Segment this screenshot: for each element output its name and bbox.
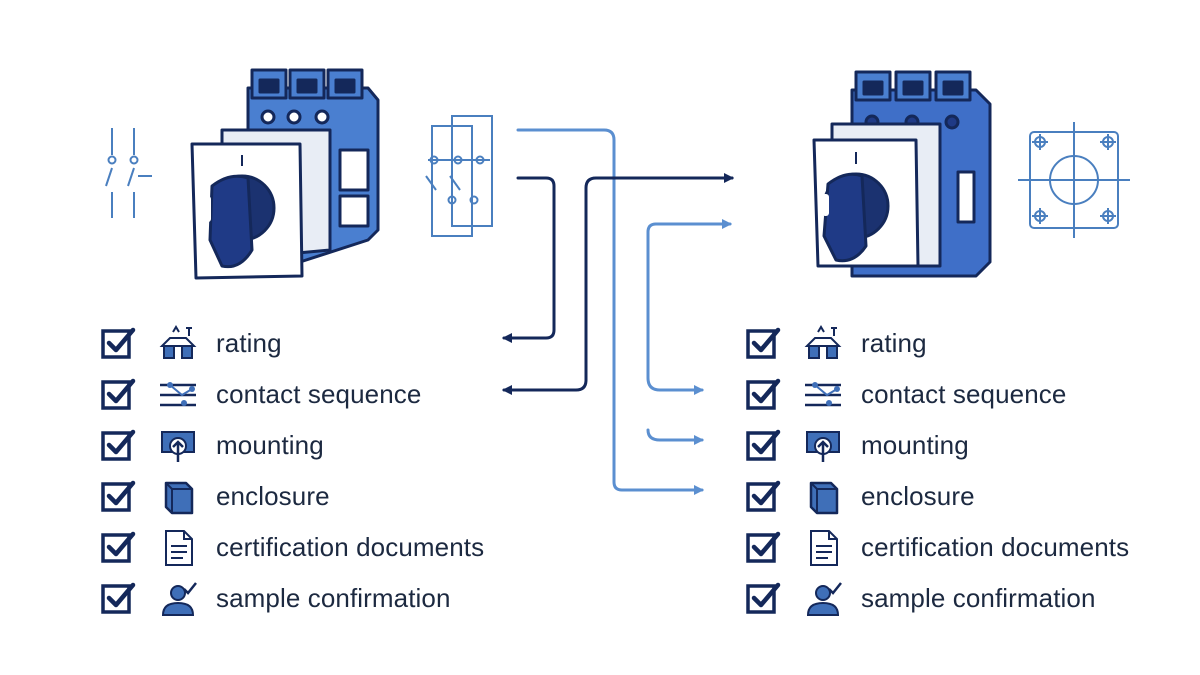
checkbox-checked-icon[interactable] bbox=[745, 428, 781, 464]
arrow-blue-to-rows bbox=[646, 222, 728, 395]
checklist-label: sample confirmation bbox=[216, 583, 451, 613]
list-item: rating bbox=[100, 318, 484, 369]
left-checklist: rating contact sequence mounting enclosu… bbox=[100, 318, 484, 624]
left-circuit-schematic-icon bbox=[425, 115, 493, 237]
list-item: sample confirmation bbox=[100, 573, 484, 624]
list-item: contact sequence bbox=[745, 369, 1129, 420]
list-item: certification documents bbox=[100, 522, 484, 573]
right-checklist: rating contact sequence mounting enclosu… bbox=[745, 318, 1129, 624]
list-item: certification documents bbox=[745, 522, 1129, 573]
arrow-navy-to-left-rows bbox=[502, 176, 734, 395]
checkbox-checked-icon[interactable] bbox=[100, 377, 136, 413]
checklist-label: mounting bbox=[861, 430, 969, 460]
right-rotary-switch-device bbox=[812, 70, 992, 278]
enclosure-icon bbox=[809, 481, 839, 514]
checkbox-checked-icon[interactable] bbox=[100, 530, 136, 566]
checklist-label: contact sequence bbox=[861, 379, 1067, 409]
list-item: contact sequence bbox=[100, 369, 484, 420]
arrow-blue-main bbox=[516, 128, 704, 495]
checkbox-checked-icon[interactable] bbox=[745, 581, 781, 617]
document-icon bbox=[810, 529, 838, 566]
mounting-icon bbox=[161, 430, 195, 462]
checkbox-checked-icon[interactable] bbox=[745, 479, 781, 515]
checkbox-checked-icon[interactable] bbox=[745, 326, 781, 362]
rating-icon bbox=[804, 324, 842, 359]
list-item: rating bbox=[745, 318, 1129, 369]
flow-arrows bbox=[502, 128, 734, 495]
checklist-label: rating bbox=[861, 328, 927, 358]
enclosure-icon bbox=[164, 481, 194, 514]
checklist-label: enclosure bbox=[861, 481, 975, 511]
checkbox-checked-icon[interactable] bbox=[745, 377, 781, 413]
list-item: enclosure bbox=[745, 471, 1129, 522]
rating-icon bbox=[159, 324, 197, 359]
checkbox-checked-icon[interactable] bbox=[100, 428, 136, 464]
document-icon bbox=[165, 529, 193, 566]
mounting-icon bbox=[806, 430, 840, 462]
left-rotary-switch-device bbox=[190, 68, 380, 280]
list-item: mounting bbox=[100, 420, 484, 471]
checklist-label: rating bbox=[216, 328, 282, 358]
checklist-label: certification documents bbox=[216, 532, 485, 562]
arrow-navy-to-right-device bbox=[502, 176, 556, 343]
arrow-blue-row3 bbox=[646, 428, 704, 445]
contact-sequence-icon bbox=[805, 381, 841, 406]
checklist-label: enclosure bbox=[216, 481, 330, 511]
checklist-label: certification documents bbox=[861, 532, 1130, 562]
right-mounting-schematic-icon bbox=[1018, 122, 1130, 238]
contact-sequence-icon bbox=[160, 381, 196, 406]
list-item: sample confirmation bbox=[745, 573, 1129, 624]
list-item: mounting bbox=[745, 420, 1129, 471]
checklist-label: sample confirmation bbox=[861, 583, 1096, 613]
person-check-icon bbox=[806, 581, 842, 616]
list-item: enclosure bbox=[100, 471, 484, 522]
checkbox-checked-icon[interactable] bbox=[745, 530, 781, 566]
left-switch-schematic-icon bbox=[105, 128, 152, 218]
checkbox-checked-icon[interactable] bbox=[100, 479, 136, 515]
checkbox-checked-icon[interactable] bbox=[100, 326, 136, 362]
person-check-icon bbox=[161, 581, 197, 616]
checklist-label: mounting bbox=[216, 430, 324, 460]
checkbox-checked-icon[interactable] bbox=[100, 581, 136, 617]
checklist-label: contact sequence bbox=[216, 379, 422, 409]
